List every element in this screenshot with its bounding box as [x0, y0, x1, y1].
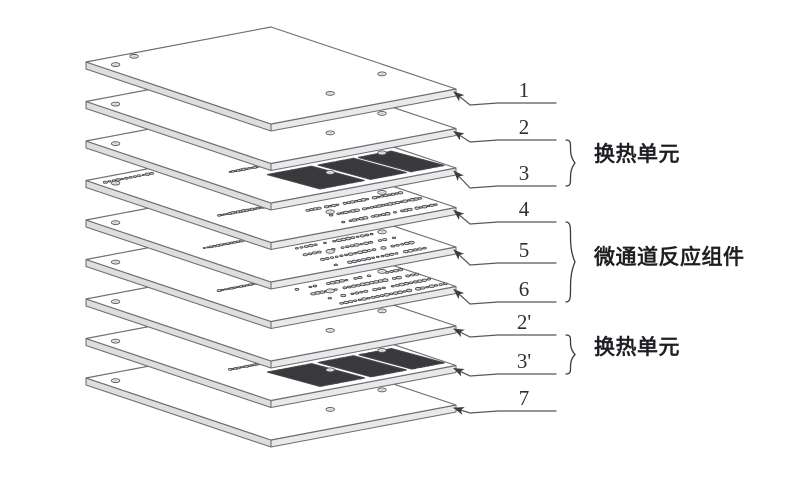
callout-1: 1: [453, 78, 557, 106]
microchannel-band: [358, 347, 445, 370]
group-brace: [565, 334, 576, 375]
group-heat-exchange-lower: 换热单元: [565, 334, 680, 375]
leader-line: [453, 91, 499, 106]
pin-array: [305, 191, 438, 224]
callout-layer: 1 2 3 4 5 6 2' 3' 7: [453, 78, 557, 415]
leader-line: [453, 328, 499, 338]
callout-number: 5: [519, 238, 530, 262]
callout-number: 1: [519, 78, 530, 102]
microchannel-band: [317, 157, 407, 181]
callout-5: 5: [453, 238, 557, 266]
group-heat-exchange-upper: 换热单元: [565, 139, 680, 187]
callout-number: 3': [517, 349, 531, 373]
callout-3-prime: 3': [453, 349, 557, 377]
callout-number: 3: [519, 161, 530, 185]
group-brace: [565, 221, 576, 303]
leader-line: [453, 288, 499, 305]
callout-3: 3: [453, 161, 557, 189]
microchannel-band: [266, 363, 366, 387]
group-label: 微通道反应组件: [593, 245, 745, 269]
callout-number: 2': [517, 310, 531, 334]
callout-6: 6: [453, 277, 557, 305]
callout-2: 2: [453, 115, 557, 143]
leader-line: [453, 130, 499, 143]
callout-number: 7: [519, 386, 530, 410]
rim-dot-row: [102, 172, 155, 184]
leader-line: [453, 209, 499, 225]
callout-7: 7: [453, 386, 557, 415]
microchannel-band: [358, 150, 445, 173]
callout-2-prime: 2': [453, 310, 557, 338]
plate-stack: [85, 26, 457, 448]
microchannel-band: [317, 355, 407, 378]
leader-line: [453, 367, 499, 377]
leader-line: [453, 249, 499, 266]
plate-top-face: [85, 26, 457, 125]
group-label: 换热单元: [594, 142, 680, 166]
callout-number: 2: [519, 115, 530, 139]
group-microchannel: 微通道反应组件: [565, 221, 745, 303]
callout-4: 4: [453, 197, 557, 225]
group-brace: [565, 139, 576, 187]
group-label: 换热单元: [594, 335, 680, 359]
leader-line: [453, 170, 499, 189]
callout-number: 6: [519, 277, 530, 301]
leader-line: [453, 407, 499, 415]
callout-number: 4: [519, 197, 530, 221]
